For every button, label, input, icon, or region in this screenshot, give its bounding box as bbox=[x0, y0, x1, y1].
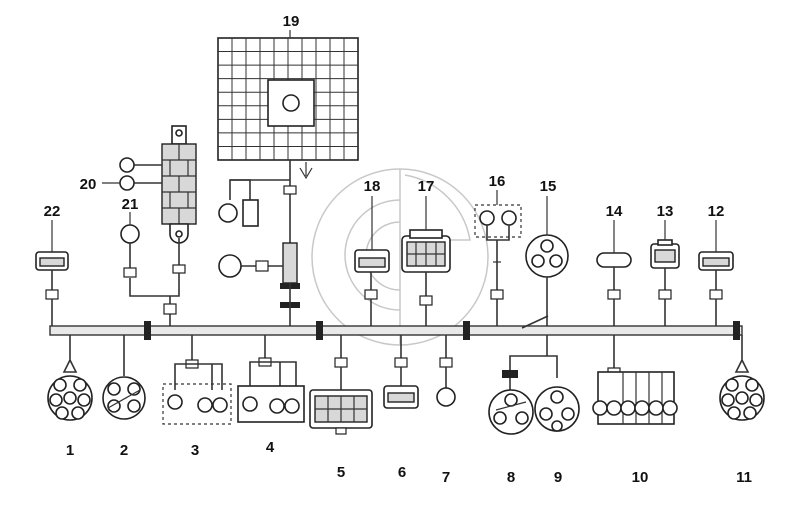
label-8: 8 bbox=[507, 469, 515, 486]
label-12: 12 bbox=[708, 203, 725, 220]
label-15: 15 bbox=[540, 178, 557, 195]
label-10: 10 bbox=[632, 469, 649, 486]
label-17: 17 bbox=[418, 178, 435, 195]
label-11: 11 bbox=[736, 469, 752, 486]
component-15-round-connector bbox=[525, 234, 569, 326]
component-16-dual-lamp bbox=[474, 204, 522, 326]
component-11-round-connector bbox=[719, 335, 765, 421]
component-7-lamp bbox=[436, 335, 456, 407]
component-20-relay-stack bbox=[119, 125, 197, 326]
label-14: 14 bbox=[606, 203, 623, 220]
watermark-logo bbox=[311, 168, 489, 346]
label-2: 2 bbox=[120, 442, 128, 459]
component-12-connector bbox=[698, 251, 734, 326]
label-21: 21 bbox=[122, 196, 139, 213]
label-4: 4 bbox=[266, 439, 275, 456]
component-13-connector bbox=[650, 239, 680, 326]
label-3: 3 bbox=[191, 442, 199, 459]
component-1-round-connector bbox=[47, 335, 93, 421]
component-6-connector bbox=[383, 335, 419, 409]
harness-trunk bbox=[49, 315, 743, 340]
label-13: 13 bbox=[657, 203, 674, 220]
label-5: 5 bbox=[337, 464, 345, 481]
component-19-fuse-box bbox=[217, 37, 359, 326]
component-3-lamp-cluster bbox=[162, 335, 232, 425]
component-10-lamp-bank bbox=[592, 335, 678, 425]
label-18: 18 bbox=[364, 178, 381, 195]
component-5-connector bbox=[309, 335, 373, 435]
label-9: 9 bbox=[554, 469, 562, 486]
component-22-connector bbox=[35, 251, 69, 326]
label-16: 16 bbox=[489, 173, 506, 190]
label-1: 1 bbox=[66, 442, 74, 459]
leader-lines bbox=[51, 30, 717, 253]
component-14-lamp bbox=[596, 252, 632, 326]
label-22: 22 bbox=[44, 203, 61, 220]
component-21-lamp bbox=[120, 224, 140, 278]
component-4-lamp-cluster bbox=[237, 335, 305, 423]
component-2-round-connector bbox=[102, 335, 146, 420]
component-18-connector bbox=[354, 249, 390, 326]
label-19: 19 bbox=[283, 13, 300, 30]
label-20: 20 bbox=[80, 176, 97, 193]
component-17-connector bbox=[401, 229, 451, 326]
label-7: 7 bbox=[442, 469, 450, 486]
component-8-9-round-connectors bbox=[488, 335, 580, 435]
label-6: 6 bbox=[398, 464, 406, 481]
callout-labels: 19 20 21 22 18 17 16 15 14 13 12 1 2 3 4… bbox=[44, 13, 752, 486]
